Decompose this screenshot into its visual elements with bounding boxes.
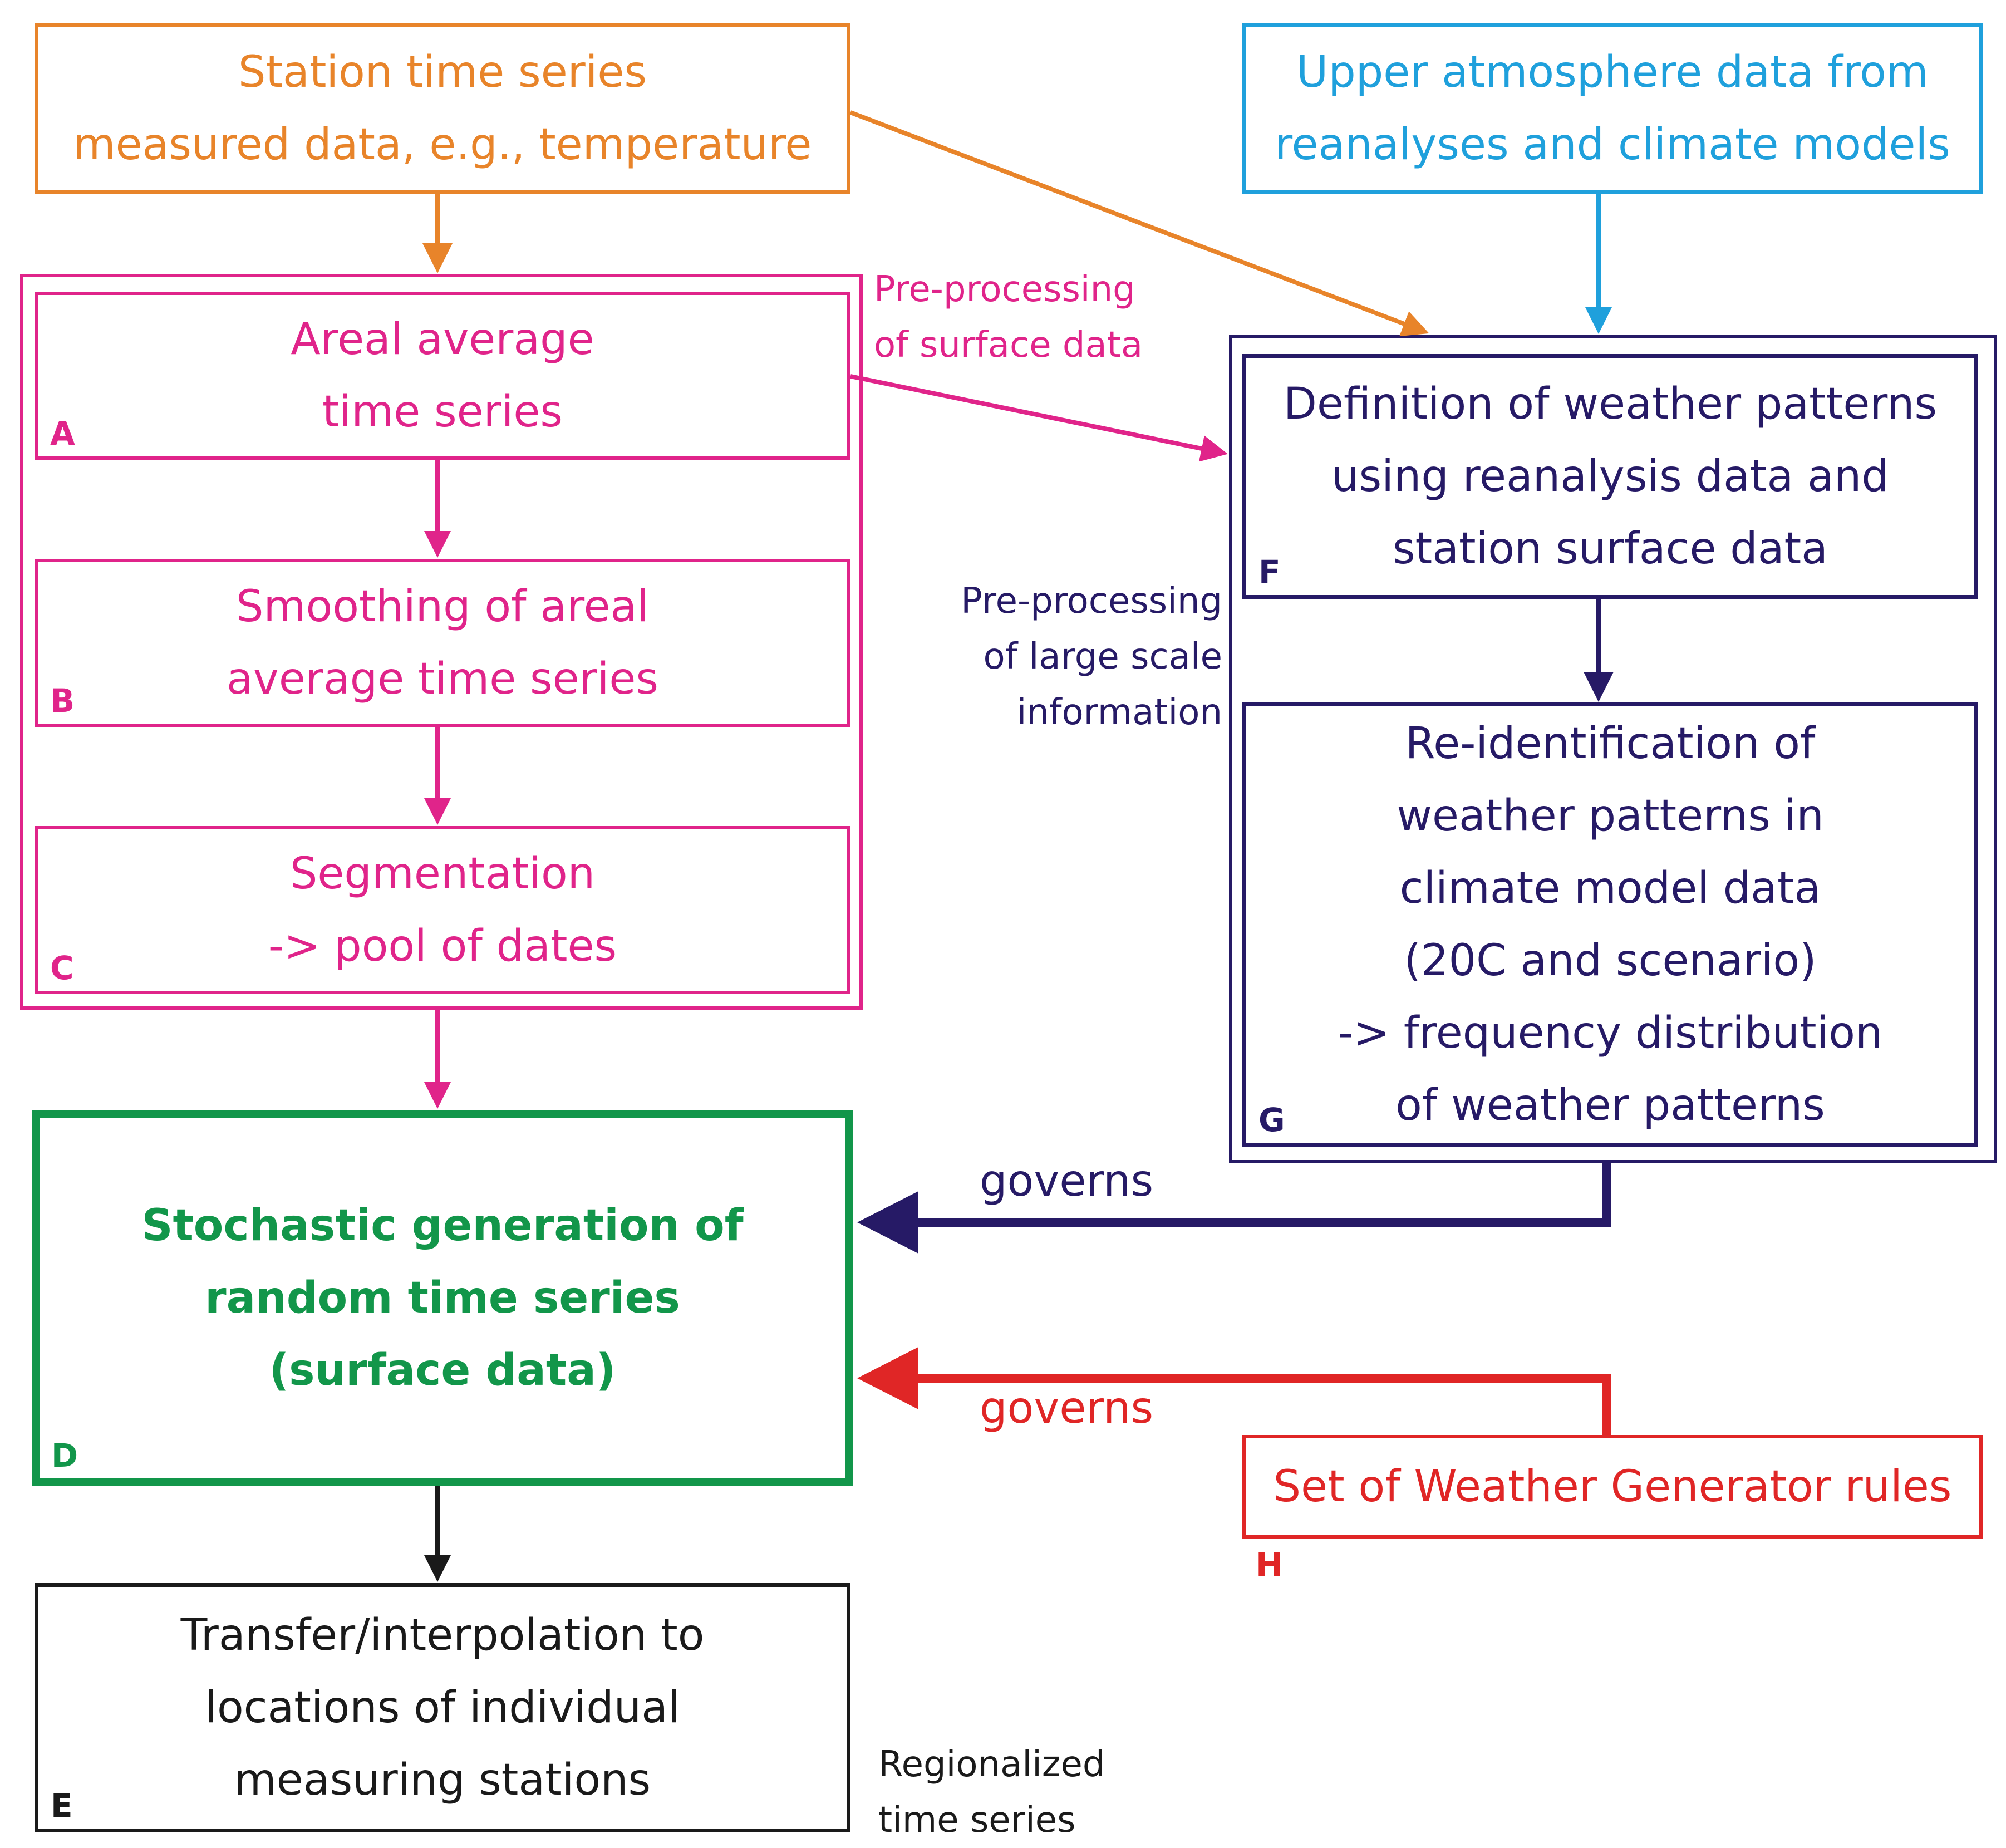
box-d-line-3: (surface data) — [269, 1345, 616, 1395]
preprocessing-large-scale-label: Pre-processing of large scale informatio… — [961, 573, 1222, 740]
box-e-line-1: Transfer/interpolation to — [180, 1610, 705, 1660]
preprocessing-large-line-1: Pre-processing — [961, 581, 1222, 622]
preprocessing-surface-label: Pre-processing of surface data — [874, 262, 1143, 373]
preprocessing-large-line-3: information — [1016, 692, 1222, 733]
box-e-line-3: measuring stations — [234, 1755, 651, 1805]
segmentation-box: Segmentation -> pool of dates C — [35, 826, 850, 994]
box-f-letter: F — [1258, 553, 1281, 591]
station-line-2: measured data, e.g., temperature — [73, 120, 812, 170]
upper-line-2: reanalyses and climate models — [1275, 120, 1950, 170]
surface-preprocessing-frame — [20, 274, 863, 1010]
arrow-reidentification-governs-stochastic — [913, 1163, 1611, 1227]
stochastic-generation-box: Stochastic generation of random time ser… — [32, 1110, 853, 1486]
box-g-line-3: climate model data — [1399, 863, 1821, 913]
box-b-line-1: Smoothing of areal — [236, 582, 649, 632]
regionalized-line-2: time series — [878, 1800, 1076, 1841]
box-f-line-3: station surface data — [1393, 524, 1828, 574]
box-e-letter: E — [51, 1787, 73, 1825]
preprocessing-surface-line-2: of surface data — [874, 325, 1143, 366]
box-g-line-1: Re-identification of — [1405, 719, 1816, 769]
arrow-rules-governs-stochastic — [913, 1374, 1611, 1435]
station-time-series-box: Station time series measured data, e.g.,… — [35, 23, 850, 194]
box-b-letter: B — [50, 682, 75, 720]
box-c-letter: C — [50, 949, 74, 987]
preprocessing-surface-line-1: Pre-processing — [874, 269, 1135, 310]
regionalized-label: Regionalized time series — [878, 1737, 1105, 1848]
box-d-letter: D — [51, 1437, 78, 1475]
box-f-line-2: using reanalysis data and — [1331, 451, 1889, 502]
arrow-station-to-definition — [849, 110, 1429, 337]
box-d-line-1: Stochastic generation of — [141, 1201, 744, 1251]
station-line-1: Station time series — [238, 47, 647, 97]
upper-line-1: Upper atmosphere data from — [1296, 47, 1929, 97]
box-b-line-2: average time series — [226, 654, 659, 704]
box-h-letter: H — [1256, 1546, 1283, 1584]
transfer-interpolation-box: Transfer/interpolation to locations of i… — [35, 1583, 850, 1832]
box-g-line-6: of weather patterns — [1395, 1080, 1825, 1131]
areal-average-box: Areal average time series A — [35, 292, 850, 460]
box-g-line-4: (20C and scenario) — [1404, 936, 1817, 986]
box-c-line-1: Segmentation — [289, 849, 596, 899]
box-g-line-5: -> frequency distribution — [1338, 1008, 1883, 1058]
governs-label-h: governs — [980, 1383, 1154, 1433]
box-a-letter: A — [50, 415, 75, 453]
box-f-line-1: Definition of weather patterns — [1283, 379, 1938, 429]
regionalized-line-1: Regionalized — [878, 1744, 1105, 1785]
box-e-line-2: locations of individual — [205, 1683, 680, 1733]
weather-pattern-definition-box: Definition of weather patterns using rea… — [1242, 354, 1978, 599]
arrowhead-governs-navy — [857, 1191, 918, 1254]
box-a-line-2: time series — [322, 387, 563, 437]
governs-label-g: governs — [980, 1156, 1154, 1206]
smoothing-box: Smoothing of areal average time series B — [35, 559, 850, 727]
box-c-line-2: -> pool of dates — [268, 921, 617, 971]
box-g-line-2: weather patterns in — [1397, 791, 1824, 841]
box-g-letter: G — [1258, 1101, 1285, 1139]
box-d-line-2: random time series — [205, 1273, 680, 1323]
weather-generator-rules-box: Set of Weather Generator rules — [1242, 1435, 1983, 1539]
preprocessing-large-line-2: of large scale — [983, 636, 1222, 677]
large-scale-preprocessing-frame — [1229, 335, 1997, 1163]
box-a-line-1: Areal average — [291, 314, 594, 365]
upper-atmosphere-box: Upper atmosphere data from reanalyses an… — [1242, 23, 1983, 194]
arrow-areal-to-definition — [850, 374, 1228, 462]
re-identification-box: Re-identification of weather patterns in… — [1242, 702, 1978, 1147]
arrowhead-governs-red — [857, 1347, 918, 1409]
box-h-line-1: Set of Weather Generator rules — [1273, 1462, 1952, 1512]
